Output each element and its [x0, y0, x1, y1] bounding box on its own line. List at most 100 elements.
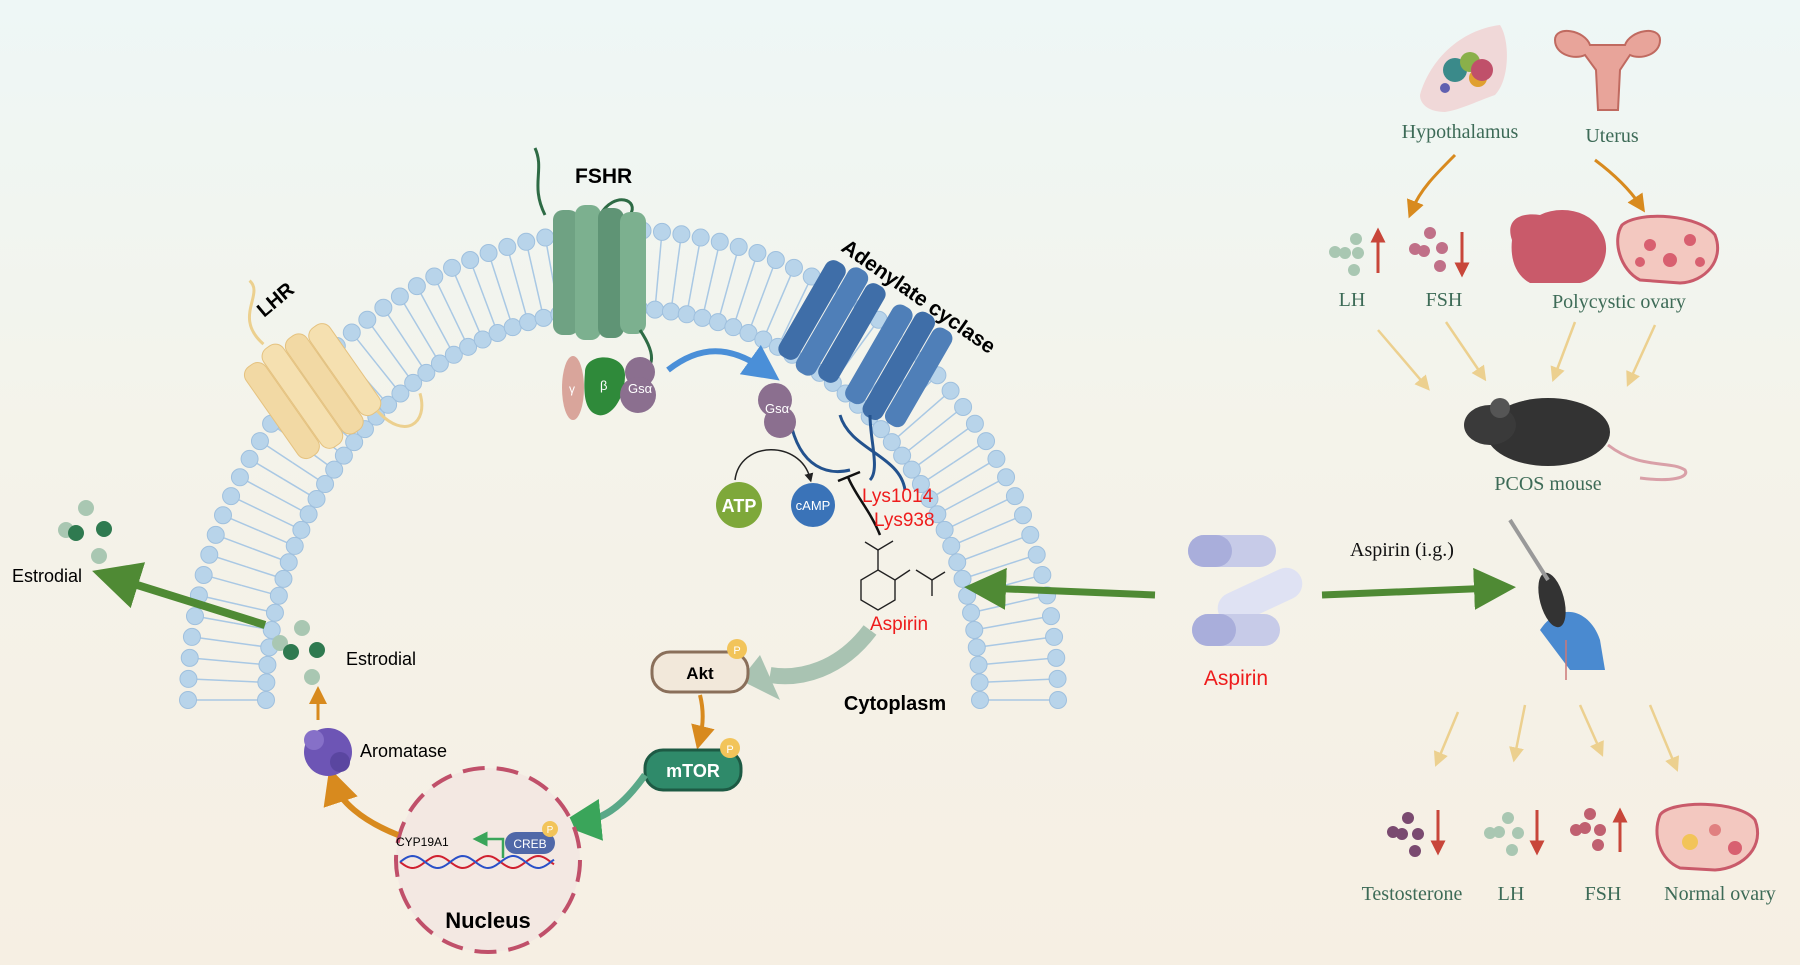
camp-node	[791, 483, 835, 527]
lipid-head	[941, 381, 960, 400]
lipid-head	[677, 305, 696, 324]
lipid-head	[299, 505, 318, 524]
aromatase-icon	[304, 728, 352, 776]
lipid-head	[987, 449, 1006, 468]
lipid-head	[962, 603, 981, 622]
lipid-head	[691, 228, 710, 247]
lipid-head	[1033, 565, 1052, 584]
lipid-head	[240, 449, 259, 468]
fshr-receptor	[533, 147, 653, 372]
lhr-label: LHR	[253, 278, 299, 322]
lipid-head	[292, 520, 311, 539]
lipid-head	[948, 553, 967, 572]
lipid-head	[488, 323, 507, 342]
adenylate-cyclase	[778, 260, 953, 428]
gavage-mouse-icon	[1508, 518, 1605, 680]
mtor-label: mTOR	[666, 761, 720, 781]
lipid-head	[971, 691, 989, 709]
creb-label: CREB	[513, 837, 546, 851]
gs-alpha-ac-label: Gsα	[765, 401, 790, 416]
lipid-head	[1013, 506, 1032, 525]
lipid-head	[285, 536, 304, 555]
lipid-head	[928, 505, 947, 524]
lipid-head	[967, 638, 986, 657]
lipid-head	[672, 225, 691, 244]
lipid-head	[536, 228, 555, 247]
lipid-head	[517, 232, 536, 251]
lipid-head	[534, 308, 553, 327]
akt-phospho: P	[733, 645, 740, 657]
nucleus	[394, 766, 582, 954]
aspirin-gavage-arrow	[1321, 567, 1516, 610]
lipid-head	[222, 487, 241, 506]
gene-to-aromatase-arrow	[323, 767, 400, 838]
lipid-head	[724, 318, 743, 337]
lipid-head	[473, 330, 492, 349]
lipid-head	[1047, 648, 1066, 667]
lipid-head	[954, 397, 973, 416]
lipid-head	[969, 655, 988, 674]
atp-label: ATP	[722, 496, 757, 516]
hypothalamus-label: Hypothalamus	[1402, 121, 1519, 143]
lipid-head	[1027, 545, 1046, 564]
lipid-head	[661, 302, 680, 321]
nucleus-label: Nucleus	[445, 908, 531, 933]
normal-ovary-label: Normal ovary	[1664, 883, 1776, 905]
g-beta-label: β	[600, 378, 607, 393]
lipid-head	[965, 414, 984, 433]
lipid-head	[214, 506, 233, 525]
g-gamma-label: γ	[569, 382, 575, 396]
lipid-head	[739, 323, 758, 342]
lipid-head	[977, 432, 996, 451]
lipid-head	[230, 468, 249, 487]
fsh-label: FSH	[1426, 289, 1463, 311]
lipid-head	[257, 673, 276, 692]
lipid-head	[430, 354, 449, 373]
estrodial-secretion-arrow	[92, 562, 267, 629]
mtor-to-creb-arrow	[559, 772, 648, 841]
fshr-label: FSHR	[575, 165, 632, 188]
gs-alpha-ac: Gsα	[758, 383, 796, 438]
g-alpha-label: Gsα	[628, 381, 653, 396]
activation-arrow	[666, 344, 780, 381]
normal-ovary-icon	[1655, 802, 1760, 872]
lipid-head	[444, 345, 463, 364]
lipid-head	[262, 621, 281, 640]
aspirin-route-label: Aspirin (i.g.)	[1350, 539, 1454, 561]
lipid-head	[498, 237, 517, 256]
lipid-head	[250, 432, 269, 451]
pcos-mouse-icon	[1464, 398, 1688, 482]
lipid-head	[265, 603, 284, 622]
lipid-head	[194, 565, 213, 584]
mtor-phospho: P	[726, 744, 733, 756]
lipid-head	[902, 460, 921, 479]
lipid-head	[325, 460, 344, 479]
lh-outcome-label: LH	[1498, 883, 1525, 905]
lipid-head	[269, 586, 288, 605]
lipid-head	[970, 673, 989, 692]
lipid-head	[893, 446, 912, 465]
lipid-head	[965, 621, 984, 640]
lipid-head	[258, 655, 277, 674]
aspirin-drug-label: Aspirin	[1204, 667, 1268, 690]
lipid-head	[257, 691, 275, 709]
lipid-head	[407, 277, 426, 296]
lipid-head	[459, 337, 478, 356]
lipid-head	[279, 553, 298, 572]
lipid-head	[425, 267, 444, 286]
lipid-head	[390, 287, 409, 306]
inhibition-bar	[837, 470, 882, 536]
lipid-head	[1005, 487, 1024, 506]
lipid-head	[461, 250, 480, 269]
lh-outcome-molecules	[1484, 812, 1524, 856]
lipid-head	[443, 258, 462, 277]
atp-to-camp-arrow	[734, 449, 814, 483]
lipid-head	[180, 648, 199, 667]
estrodial-outer-label: Estrodial	[12, 566, 82, 586]
fsh-outcome-molecules	[1570, 808, 1606, 851]
lipid-head	[200, 545, 219, 564]
lipid-head	[1042, 607, 1061, 626]
lipid-head	[953, 569, 972, 588]
lipid-head	[182, 627, 201, 646]
